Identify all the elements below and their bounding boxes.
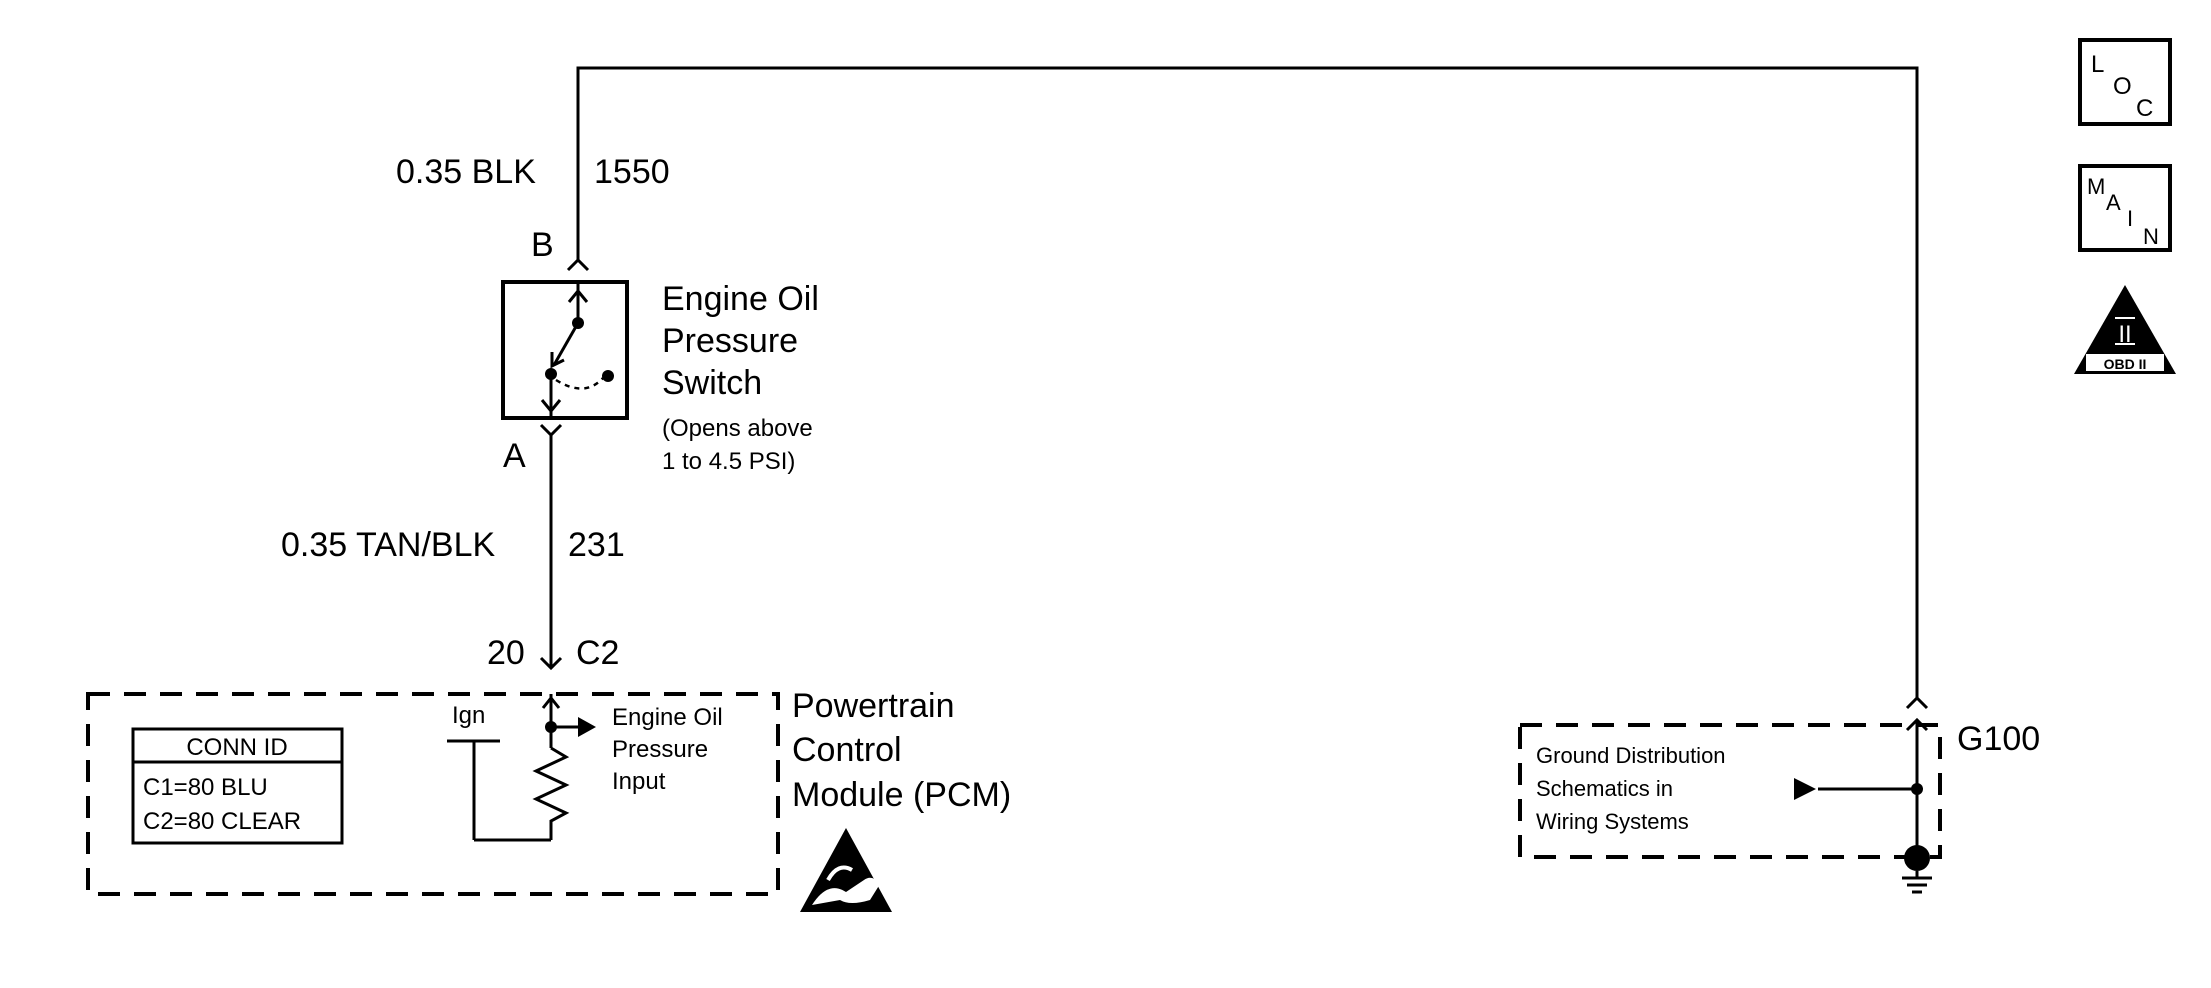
ground-id-label: G100 [1957,720,2040,758]
loc-badge-c: C [2136,95,2153,122]
pull-up-resistor-icon [532,694,570,840]
main-badge[interactable] [2078,164,2172,252]
wire-1550 [576,66,1919,698]
main-badge-i: I [2127,206,2133,231]
pcm-connector-id: C2 [576,634,619,672]
ground-symbol-icon [1902,845,1932,894]
ign-label: Ign [452,702,485,729]
loc-badge-l: L [2091,51,2104,78]
obd-ii-badge-label: OBD II [2104,356,2147,372]
switch-terminal-a: A [503,437,526,475]
pcm-name-line1: Powertrain [792,687,955,725]
loc-badge[interactable] [2078,38,2172,126]
conn-id-row1: C1=80 BLU [143,774,268,801]
ground-ref-line3: Wiring Systems [1536,809,1689,834]
ground-ref-line1: Ground Distribution [1536,743,1726,768]
main-badge-m: M [2087,174,2105,199]
pcm-input-line1: Engine Oil [612,704,723,731]
switch-note-line2: 1 to 4.5 PSI) [662,448,795,475]
pcm-pin-number: 20 [487,634,525,672]
esd-warning-icon [800,828,892,912]
switch-note-line1: (Opens above [662,415,813,442]
input-arrow-icon [551,717,596,737]
pcm-outline [86,692,780,896]
pcm-name-line3: Module (PCM) [792,776,1011,814]
ign-supply-icon [447,739,551,842]
main-badge-a: A [2106,190,2121,215]
switch-name-line3: Switch [662,364,762,402]
switch-contact-icon [540,282,614,418]
pcm-name-line2: Control [792,731,902,769]
oil-pressure-switch-box [501,280,629,420]
ground-splice-icon [1794,720,1923,858]
obd-ii-badge[interactable] [2074,285,2176,374]
terminal-a-connector-icon [539,423,563,438]
terminal-b-connector-icon [566,257,590,272]
ground-ref-line2: Schematics in [1536,776,1673,801]
switch-name-line2: Pressure [662,322,798,360]
main-badge-n: N [2143,224,2159,249]
obd-ii-badge-numeral: II [2118,321,2131,348]
switch-name-line1: Engine Oil [662,280,819,318]
wire-231-gauge-label: 0.35 TAN/BLK [281,526,496,564]
ground-reference-box [1518,723,1942,859]
wire-1550-gauge-label: 0.35 BLK [396,153,536,191]
pcm-input-line2: Pressure [612,736,708,763]
pcm-input-line3: Input [612,768,666,795]
conn-id-row2: C2=80 CLEAR [143,808,301,835]
wire-231-circuit-label: 231 [568,526,625,564]
loc-badge-o: O [2113,73,2132,100]
pcm-connector-icon [539,656,563,671]
conn-id-table [131,727,344,845]
wire-1550-circuit-label: 1550 [594,153,670,191]
switch-terminal-b: B [531,226,554,264]
conn-id-title: CONN ID [186,734,287,761]
